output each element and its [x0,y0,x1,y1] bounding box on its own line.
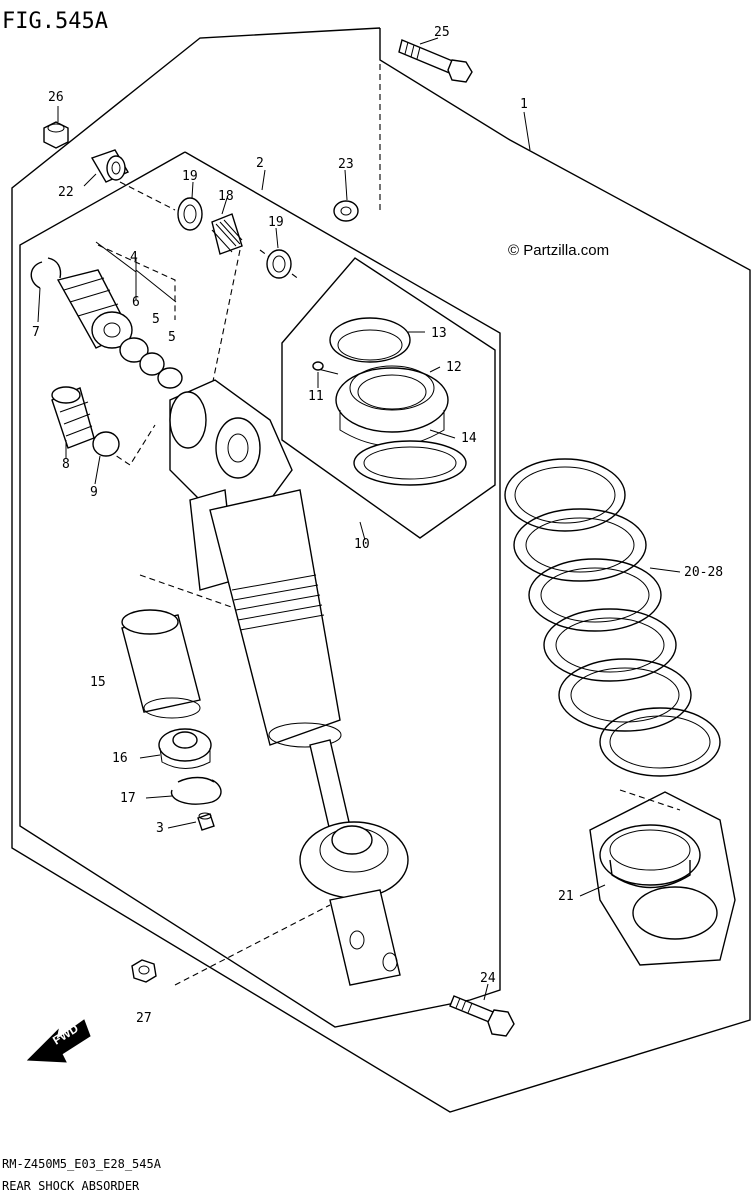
callout-12: 12 [446,360,462,375]
nut-12 [335,365,449,447]
ring-13 [329,317,411,363]
callout-14: 14 [461,431,477,446]
callout-1: 1 [520,97,528,112]
leader-lines [37,37,681,1001]
callout-8: 8 [62,457,70,472]
spring-seat-frame [281,257,496,539]
shock-body [169,379,409,986]
bladder-4 [56,269,133,349]
seat-21 [599,824,718,940]
seal-19-left [177,197,203,231]
outer-frame [11,27,751,1113]
o-ring-5a [139,352,165,376]
explode-line-piston [97,244,176,320]
bearing-18 [211,213,243,255]
spring-20-28 [504,458,721,777]
adjuster-16 [158,728,212,769]
callout-27: 27 [136,1011,152,1026]
screw-11 [312,361,339,375]
callout-19b: 19 [268,215,284,230]
explode-line-bottom-bolt [174,904,331,986]
callout-11: 11 [308,389,324,404]
bushing-22 [90,149,129,183]
callout-18: 18 [218,189,234,204]
nut-26 [43,121,69,149]
callout-5a: 5 [152,312,160,327]
figure-code: RM-Z450M5_E03_E28_545A [2,1157,162,1171]
explode-line-reservoir [139,574,241,611]
watermark: © Partzilla.com [508,242,609,259]
reservoir-15 [121,609,201,719]
spring-base-frame [589,791,736,966]
o-ring-6 [119,337,149,363]
callout-4: 4 [130,250,138,265]
callout-24: 24 [480,971,496,986]
callout-5b: 5 [168,330,176,345]
valve-3 [197,812,215,831]
seal-19-right [266,249,292,279]
figure-caption: REAR SHOCK ABSORDER [2,1179,140,1193]
callout-7: 7 [32,325,40,340]
figure-title: FIG.545A [2,9,108,34]
callout-10: 10 [354,537,370,552]
callout-17: 17 [120,791,136,806]
callout-21: 21 [558,889,574,904]
nut-27 [131,959,157,983]
callout-9: 9 [90,485,98,500]
o-ring-9 [92,431,120,457]
o-ring-5b [157,367,183,389]
collar-23 [333,200,359,222]
callout-22: 22 [58,185,74,200]
callout-2: 2 [256,156,264,171]
callout-labels: 1 2 3 4 5 5 6 7 8 9 10 11 12 13 14 15 16… [32,25,723,1026]
bolt-24 [449,995,515,1037]
bolt-25 [398,39,473,83]
callout-20-28: 20-28 [684,565,723,580]
callout-25: 25 [434,25,450,40]
explode-line-bushing [119,181,176,211]
callout-19a: 19 [182,169,198,184]
callout-3: 3 [156,821,164,836]
callout-6: 6 [132,295,140,310]
inner-frame [19,151,501,1028]
callout-13: 13 [431,326,447,341]
callout-23: 23 [338,157,354,172]
snap-ring-7 [30,257,62,289]
callout-26: 26 [48,90,64,105]
ring-14 [353,440,467,486]
cap-8 [51,386,95,449]
callout-15: 15 [90,675,106,690]
callout-16: 16 [112,751,128,766]
forward-direction-badge: FWD [26,1019,91,1063]
snap-ring-17 [170,776,222,805]
